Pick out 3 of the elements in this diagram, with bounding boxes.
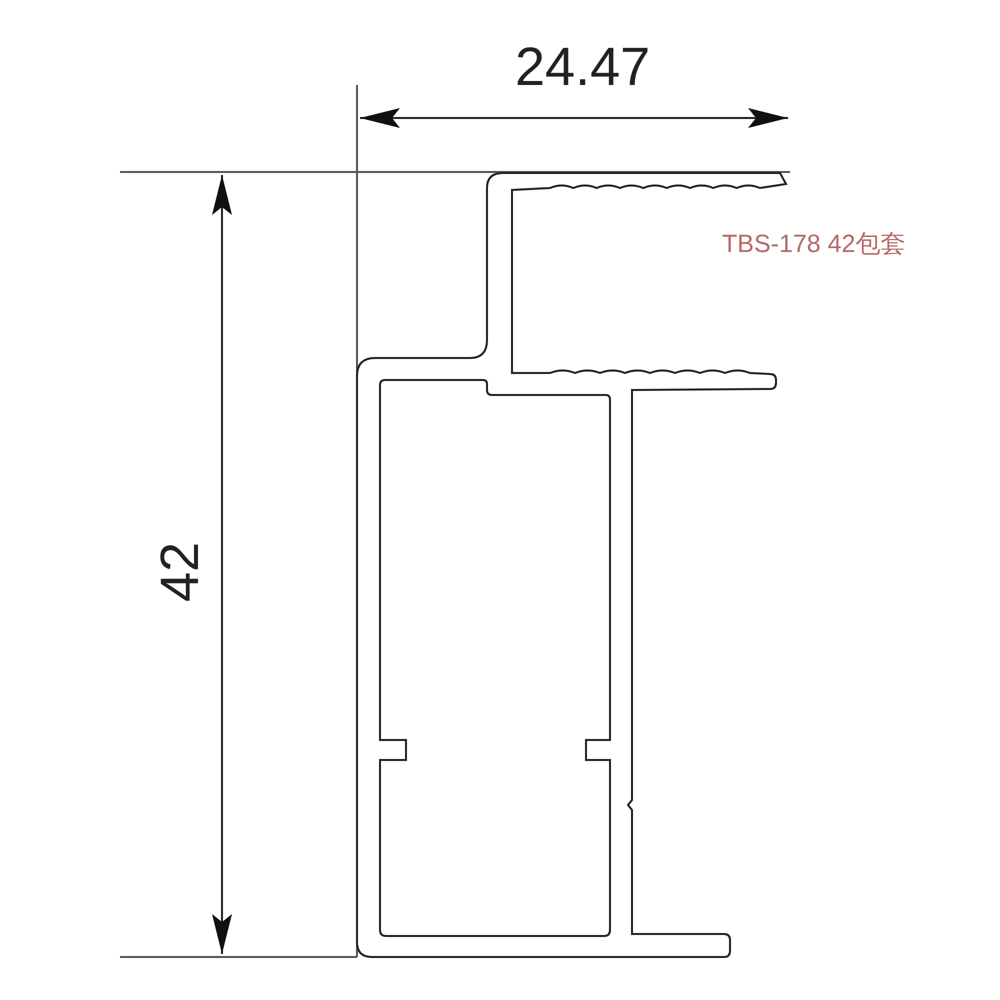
dimension-text: 42 (153, 542, 208, 602)
part-label: TBS-178 42包套 (722, 232, 906, 257)
dimension-text: 24.47 (515, 40, 650, 94)
